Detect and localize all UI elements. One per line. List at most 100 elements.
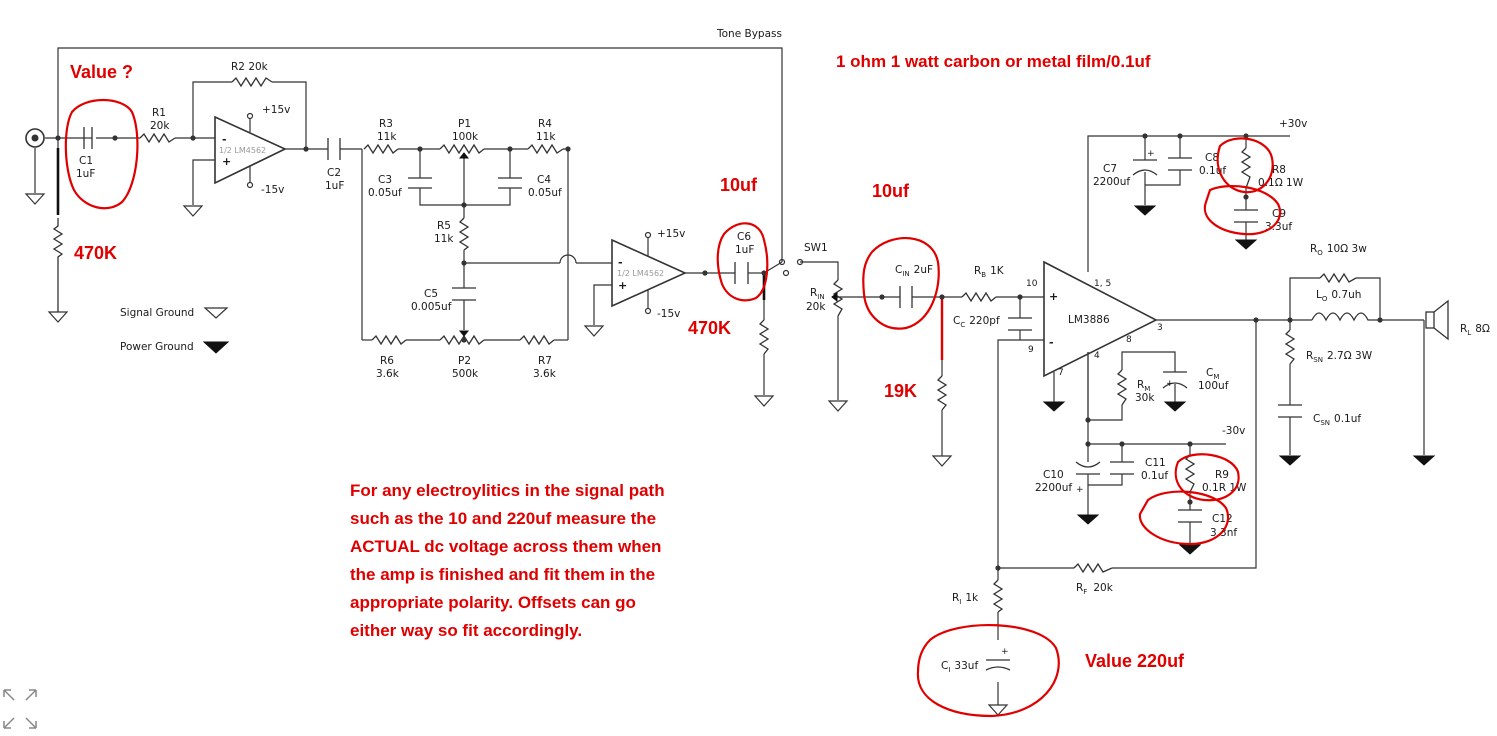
paragraph-line: For any electroylitics in the signal pat… [350,481,665,500]
annotation-10uf-cin: 10uf [872,181,910,201]
svg-text:+: + [222,155,231,168]
c2-label: C2 [327,167,341,179]
power-ground-icon [202,341,230,354]
ground-power-c12 [1178,544,1202,555]
capacitor-c1 [83,127,93,149]
rin-label: RIN [810,287,825,301]
resistor-470k-right [758,319,770,355]
annotation-ohm-note: 1 ohm 1 watt carbon or metal film/0.1uf [836,52,1151,71]
c5-label: C5 [424,288,438,300]
ground-power-c9 [1234,239,1258,250]
c11-label: C11 [1145,457,1166,469]
capacitor-c11 [1110,461,1134,475]
r1-label: R1 [152,107,166,119]
c10-value: 2200uf [1035,482,1072,494]
minus-30v-label: -30v [1222,425,1245,437]
resistor-r3 [363,143,399,155]
potentiometer-p1 [439,143,485,159]
svg-text:+: + [1166,379,1174,389]
ground-power-speaker [1412,455,1436,466]
r9-value: 0.1R 1W [1202,482,1247,494]
expand-arrows-icon[interactable] [3,689,37,729]
resistor-r4 [527,143,564,155]
ground-power-cm [1163,401,1187,412]
annotation-value-220uf: Value 220uf [1085,651,1185,671]
p2-label: P2 [458,355,471,367]
r6-value: 3.6k [376,368,400,380]
resistor-19k [936,375,948,411]
switch-sw1[interactable] [778,258,804,277]
r6-label: R6 [380,355,394,367]
capacitor-c6 [734,262,749,284]
resistor-r7 [519,334,555,346]
resistor-ro [1319,272,1357,284]
cm-value: 100uf [1198,380,1229,392]
capacitor-c8 [1168,157,1192,171]
c9-label: C9 [1272,208,1286,220]
r4-value: 11k [536,131,556,143]
red-circle-cin [862,237,940,330]
capacitor-c9 [1234,209,1258,223]
paragraph-line: the amp is finished and fit them in the [350,565,655,584]
r9-label: R9 [1215,469,1229,481]
r7-label: R7 [538,355,552,367]
u2-plus-supply: +15v [657,228,685,240]
plus-30v-label: +30v [1279,118,1307,130]
resistor-r5 [458,217,470,251]
capacitor-csn [1278,404,1302,418]
p1-label: P1 [458,118,471,130]
capacitor-cin [899,286,913,308]
capacitor-c2 [327,138,341,160]
capacitor-c5 [452,287,476,301]
u1-minus-supply: -15v [261,184,284,196]
capacitor-c3 [408,177,432,189]
c4-value: 0.05uf [528,187,562,199]
resistor-ri [992,579,1004,613]
r2-label: R2 20k [231,61,269,73]
r1-value: 20k [150,120,170,132]
u1-part-label: 1/2 LM4562 [219,146,266,155]
pin-4: 4 [1094,351,1100,361]
ground-signal-ci [987,704,1009,716]
c8-label: C8 [1205,152,1219,164]
svg-text:-: - [618,256,623,269]
r5-label: R5 [437,220,451,232]
c7-label: C7 [1103,163,1117,175]
opamp-u1: - + [214,112,287,189]
ground-signal-rin [827,400,849,412]
sw1-label: SW1 [804,242,828,254]
capacitor-c4 [498,177,522,189]
r3-label: R3 [379,118,393,130]
annotation-470k-left: 470K [74,243,117,263]
c3-value: 0.05uf [368,187,402,199]
c4-label: C4 [537,174,551,186]
red-circle-ci [916,623,1060,718]
resistor-r8 [1240,147,1252,189]
paragraph-line: such as the 10 and 220uf measure the [350,509,656,528]
c12-label: C12 [1212,513,1233,525]
resistor-rf [1073,562,1113,574]
speaker-icon [1425,299,1449,341]
r4-label: R4 [538,118,552,130]
svg-text:-: - [1049,336,1054,349]
input-jack-icon[interactable] [25,128,45,193]
legend-signal-ground: Signal Ground [120,307,194,319]
resistor-r9 [1184,454,1196,493]
r8-label: R8 [1272,164,1286,176]
rm-label: RM [1137,379,1150,393]
c5-value: 0.005uf [411,301,452,313]
svg-text:+: + [1049,290,1058,303]
svg-text:-: - [222,133,227,146]
rm-value: 30k [1135,392,1155,404]
tone-bypass-label: Tone Bypass [716,28,782,40]
c6-label: C6 [737,231,751,243]
